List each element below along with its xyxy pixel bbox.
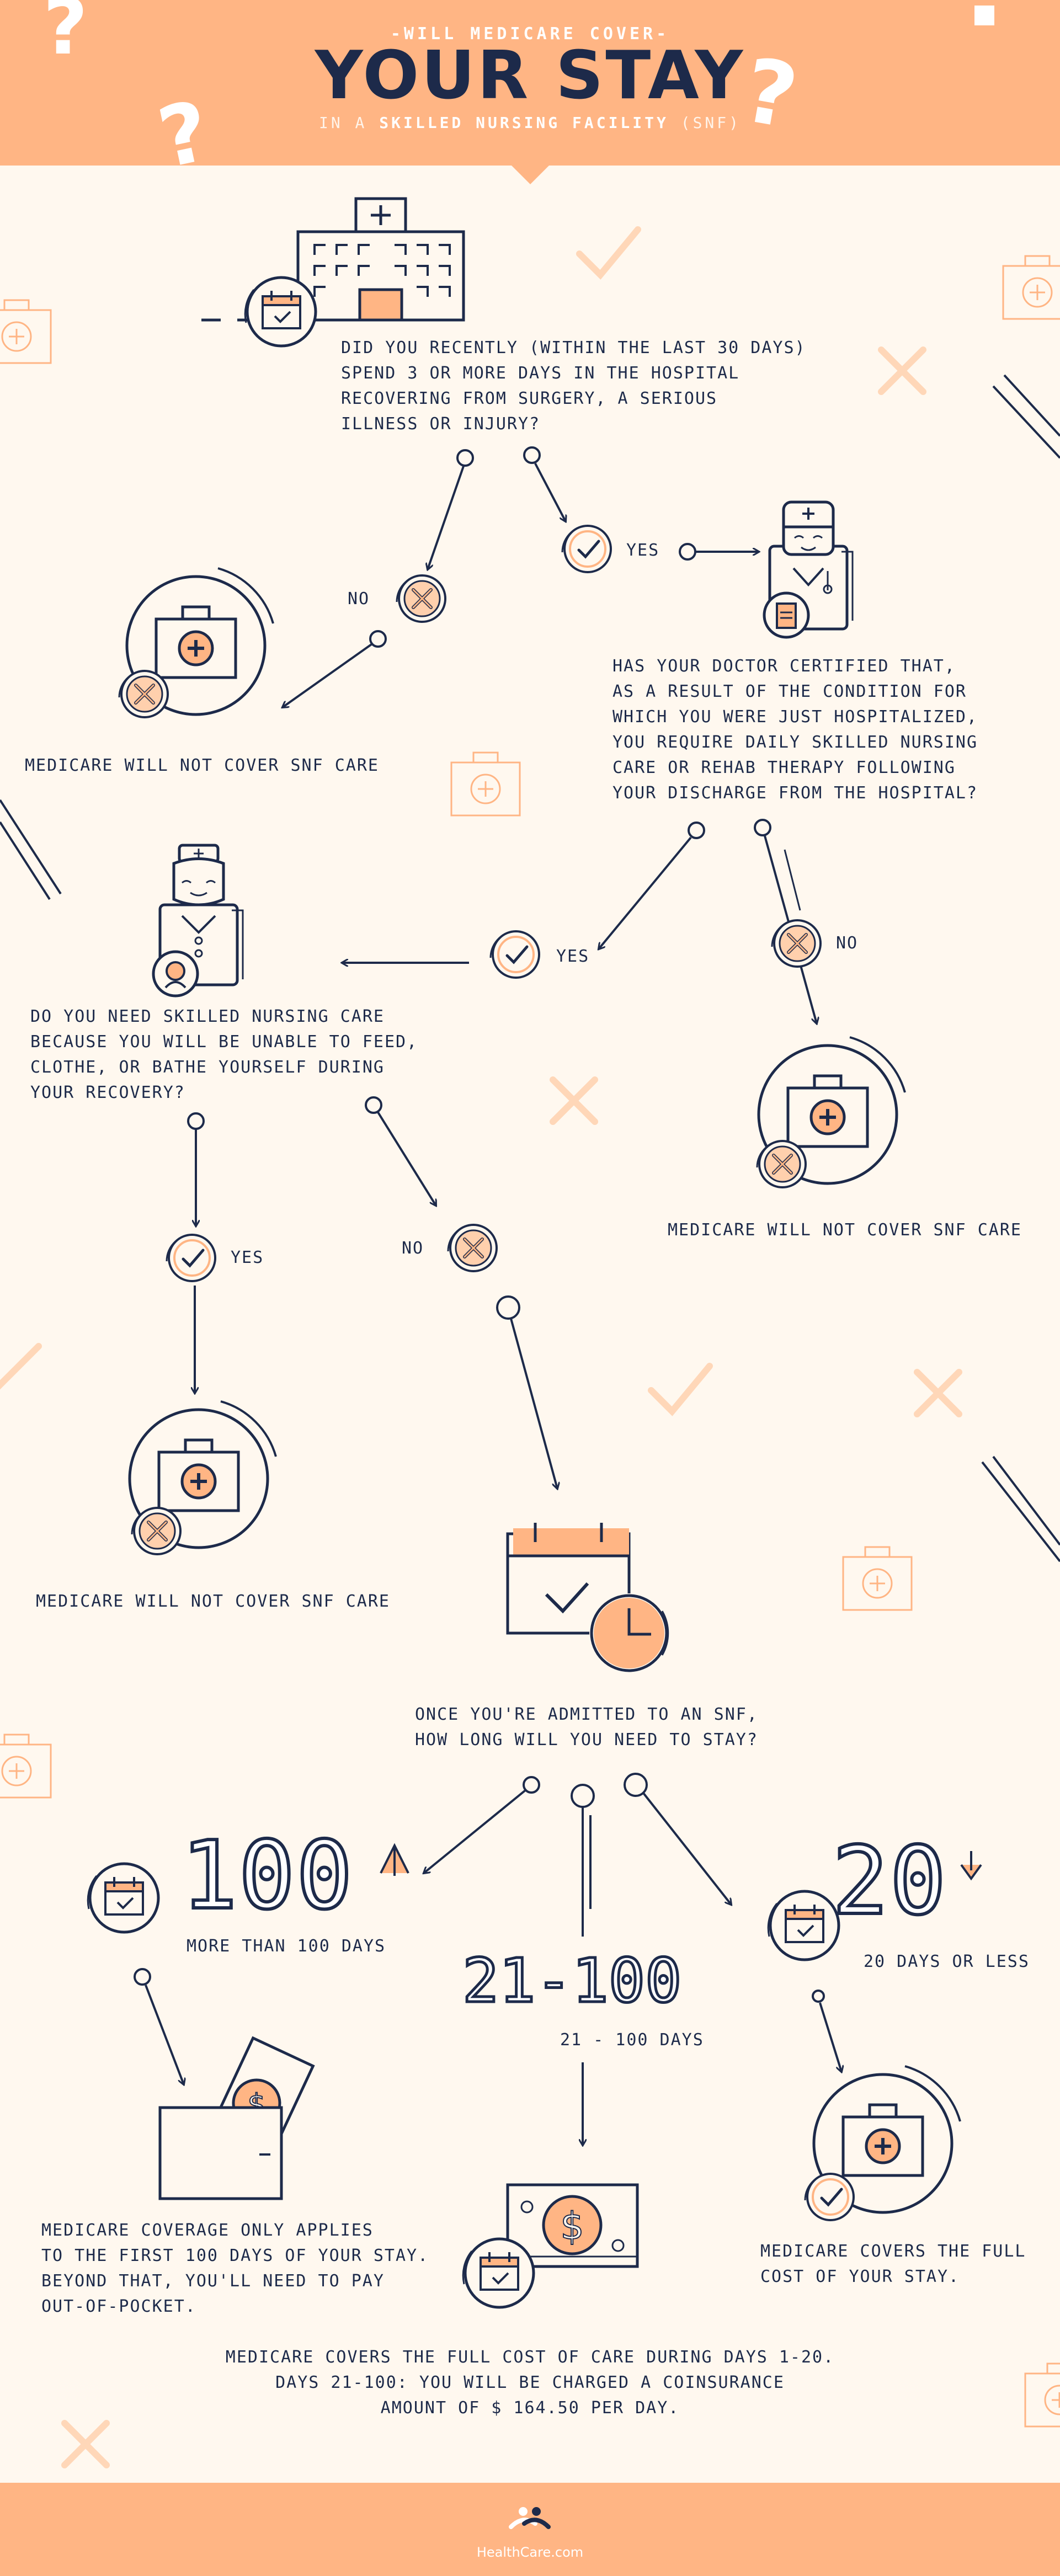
doctor-icon xyxy=(763,500,854,639)
cash-icon: $ xyxy=(506,2183,639,2268)
q3-no-label: NO xyxy=(402,1239,424,1258)
q3-yes-label: YES xyxy=(231,1248,264,1267)
question-recent-hospital-stay: DID YOU RECENTLY (WITHIN THE LAST 30 DAY… xyxy=(341,338,806,434)
hospital-icon xyxy=(201,197,465,322)
stay-100-value: 100 xyxy=(179,1821,354,1930)
wallet-icon: $ xyxy=(158,2036,315,2200)
coverage-summary: MEDICARE COVERS THE FULL COST OF CARE DU… xyxy=(225,2348,835,2418)
calendar-clock-icon xyxy=(506,1523,669,1673)
footer-brand: HealthCare.com xyxy=(476,2545,584,2560)
header-notch xyxy=(510,164,550,184)
question-length-of-stay: ONCE YOU'RE ADMITTED TO AN SNF, HOW LONG… xyxy=(415,1705,758,1750)
header-banner xyxy=(0,0,1060,166)
stay-20-label: 20 DAYS OR LESS xyxy=(864,1952,1030,1971)
result-q2-not-covered: MEDICARE WILL NOT COVER SNF CARE xyxy=(668,1220,1022,1240)
q2-yes-label: YES xyxy=(556,947,590,966)
q2-no-label: NO xyxy=(836,934,859,953)
stay-100-result: MEDICARE COVERAGE ONLY APPLIES TO THE FI… xyxy=(41,2221,429,2316)
q1-no-label: NO xyxy=(348,589,370,609)
question-doctor-certified: HAS YOUR DOCTOR CERTIFIED THAT, AS A RES… xyxy=(612,657,978,803)
healthcare-logo-icon xyxy=(509,2507,551,2529)
page-title: YOUR STAY xyxy=(315,38,745,114)
question-skilled-nursing-need: DO YOU NEED SKILLED NURSING CARE BECAUSE… xyxy=(30,1007,418,1102)
nurse-icon xyxy=(152,844,244,998)
header-kicker: -WILL MEDICARE COVER- xyxy=(390,24,670,44)
page-subtitle: IN A SKILLED NURSING FACILITY (SNF) xyxy=(318,114,742,132)
stay-21-100-value: 21-100 xyxy=(461,1945,683,2016)
stay-20-result: MEDICARE COVERS THE FULL COST OF YOUR ST… xyxy=(760,2242,1026,2286)
result-q3-not-covered: MEDICARE WILL NOT COVER SNF CARE xyxy=(36,1592,390,1611)
stay-21-100-label: 21 - 100 DAYS xyxy=(560,2030,704,2050)
decorative-square xyxy=(974,6,994,25)
svg-text:$: $ xyxy=(560,2205,584,2248)
result-q1-not-covered: MEDICARE WILL NOT COVER SNF CARE xyxy=(25,756,379,775)
q1-yes-label: YES xyxy=(626,541,660,560)
footer-banner xyxy=(0,2483,1060,2576)
stay-20-value: 20 xyxy=(830,1827,948,1936)
question-mark-icon: ? xyxy=(43,0,88,72)
stay-100-label: MORE THAN 100 DAYS xyxy=(187,1937,386,1956)
